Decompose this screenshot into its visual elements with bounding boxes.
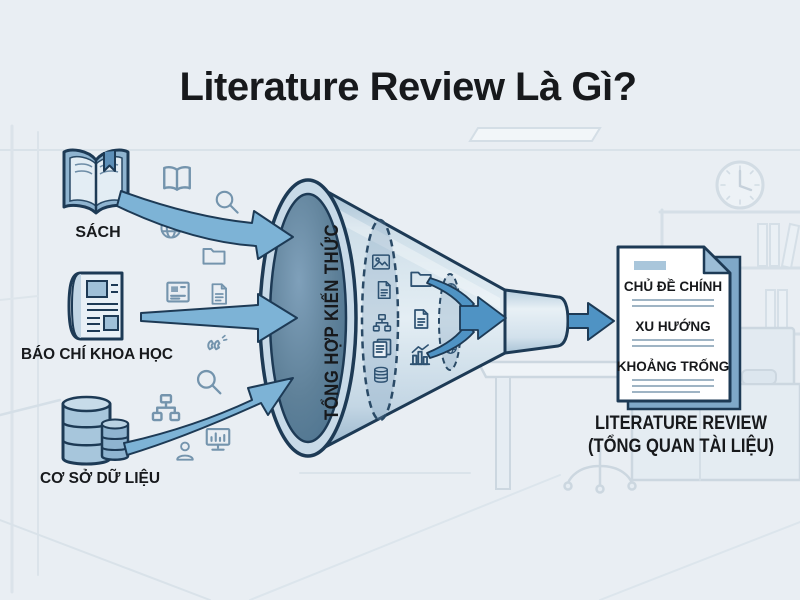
source-label-books: SÁCH xyxy=(75,222,120,241)
output-caption-line1: LITERATURE REVIEW xyxy=(595,413,767,434)
wall-clock xyxy=(715,160,765,210)
merge-arrow xyxy=(426,277,507,359)
database-icon xyxy=(61,395,130,466)
output-caption-line2: (TỔNG QUAN TÀI LIỆU) xyxy=(588,435,774,457)
page-fold-corner xyxy=(702,245,732,275)
doc-item-trends: XU HƯỚNG xyxy=(635,319,710,334)
search-icon xyxy=(215,190,239,214)
hierarchy-icon xyxy=(151,394,181,422)
funnel-label: TỔNG HỢP KIẾN THỨC xyxy=(321,224,343,420)
doc-item-main-topics: CHỦ ĐỀ CHÍNH xyxy=(624,279,722,294)
output-arrow xyxy=(567,302,615,341)
document-icon xyxy=(211,283,227,305)
search-icon xyxy=(196,369,222,395)
office-chair xyxy=(563,444,637,494)
source-label-journals: BÁO CHÍ KHOA HỌC xyxy=(21,344,173,363)
funnel: TỔNG HỢP KIẾN THỨC xyxy=(258,178,570,458)
newspaper-icon xyxy=(67,271,124,341)
doc-item-gaps: KHOẢNG TRỐNG xyxy=(617,359,730,374)
input-arrows xyxy=(116,190,298,456)
books-icon xyxy=(62,148,130,215)
page-title: Literature Review Là Gì? xyxy=(179,65,636,109)
news-doc-icon xyxy=(166,281,190,303)
arrow-database xyxy=(123,377,294,456)
citation-icon xyxy=(207,334,228,351)
open-book-icon xyxy=(163,165,191,191)
arrow-journals xyxy=(140,293,298,343)
ceiling-light xyxy=(468,127,602,142)
person-icon xyxy=(176,441,194,461)
output-document: CHỦ ĐỀ CHÍNH XU HƯỚNG KHOẢNG TRỐNG xyxy=(616,245,742,411)
arrow-books xyxy=(116,190,294,260)
folder-icon xyxy=(202,248,226,265)
funnel-neck xyxy=(503,288,570,355)
monitor-chart-icon xyxy=(205,427,231,451)
source-label-database: CƠ SỞ DỮ LIỆU xyxy=(40,467,160,487)
